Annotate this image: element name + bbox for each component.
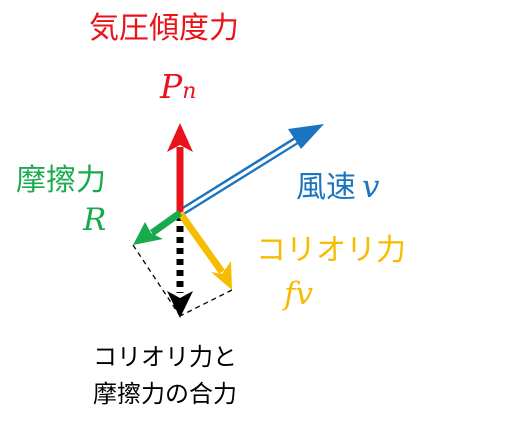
pressure-symbol-letter: P	[160, 67, 183, 106]
pressure-symbol-subscript: n	[182, 79, 197, 104]
coriolis-arrow	[177, 210, 232, 290]
coriolis-label: コリオリ力	[256, 233, 406, 268]
wind-speed-text: 風速	[296, 170, 356, 205]
pressure-symbol: Pn	[160, 70, 196, 103]
friction-symbol: R	[83, 202, 107, 238]
pressure-gradient-label: 気圧傾度力	[89, 11, 239, 46]
construction-line-coriolis-end	[179, 289, 233, 317]
friction-arrow	[133, 210, 183, 245]
construction-line-friction-end	[132, 244, 181, 317]
friction-label: 摩擦力	[16, 163, 106, 198]
wind-speed-arrow	[177, 124, 324, 217]
pressure-gradient-arrow	[167, 123, 193, 215]
coriolis-symbol: fv	[284, 276, 313, 312]
resultant-arrow	[167, 215, 193, 318]
resultant-label-line2: 摩擦力の合力	[93, 380, 237, 408]
wind-speed-symbol: v	[362, 169, 380, 205]
resultant-label-line1: コリオリ力と	[93, 343, 237, 371]
